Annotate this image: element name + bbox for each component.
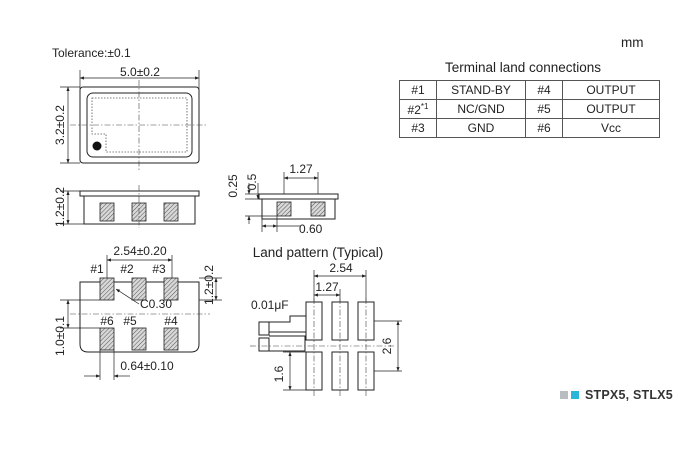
- footnote-mark: *1: [420, 101, 429, 111]
- land-pitch-narrow: 1.27: [315, 280, 339, 294]
- table-row: #4 OUTPUT: [525, 80, 660, 100]
- width-dimension: 3.2±0.2: [53, 105, 67, 145]
- detail-width: 0.60: [299, 222, 323, 236]
- land-pattern-title: Land pattern (Typical): [253, 245, 384, 260]
- pin-cell: #2*1: [399, 99, 437, 119]
- brand-square-gray-icon: [560, 391, 568, 399]
- function-cell: Vcc: [562, 118, 660, 138]
- detail-pitch: 1.27: [289, 162, 313, 176]
- pin-cell: #5: [525, 99, 563, 119]
- pin-text: #2: [407, 102, 421, 117]
- function-cell: OUTPUT: [562, 99, 660, 119]
- table-row: #6 Vcc: [525, 118, 660, 138]
- bottom-view: 2.54±0.20 #1 #2 #3 C0.30 #6 #5 #4 1.2±0.…: [53, 244, 222, 380]
- land-pattern: Land pattern (Typical) 2.54 1.27 0.01μF …: [250, 245, 402, 396]
- pad-gap-dimension: 1.0±0.1: [53, 316, 67, 356]
- tolerance-note: Tolerance:±0.1: [52, 46, 131, 60]
- side-detail-view: 1.27 0.25 0.5 0.60: [226, 162, 339, 236]
- land-pitch-wide: 2.54: [329, 261, 353, 275]
- pin-label-2: #2: [120, 262, 134, 276]
- pin-cell: #4: [525, 80, 563, 100]
- pin-cell: #1: [399, 80, 437, 100]
- table-row: #1 STAND-BY: [399, 80, 526, 100]
- bottom-pitch: 2.54±0.20: [113, 244, 167, 258]
- detail-h1: 0.25: [226, 174, 240, 198]
- side-view: 1.2±0.2: [53, 185, 200, 228]
- function-cell: GND: [436, 118, 526, 138]
- terminal-table-left: #1 STAND-BY #2*1 NC/GND #3 GND: [399, 80, 526, 138]
- top-view: Tolerance:±0.1 5.0±0.2 3.2±0.2: [52, 46, 208, 172]
- pin-cell: #3: [399, 118, 437, 138]
- capacitor-label: 0.01μF: [251, 298, 289, 312]
- unit-label: mm: [621, 35, 644, 50]
- pad-height-dimension: 1.2±0.2: [202, 265, 216, 305]
- height-dimension: 1.2±0.2: [53, 187, 67, 227]
- pin-label-4: #4: [164, 314, 178, 328]
- land-pad-length: 1.6: [272, 365, 286, 382]
- function-cell: NC/GND: [436, 99, 526, 119]
- series-name: STPX5, STLX5: [585, 388, 673, 402]
- function-cell: OUTPUT: [562, 80, 660, 100]
- pad-width-dimension: 0.64±0.10: [120, 359, 174, 373]
- pin-label-6: #6: [100, 314, 114, 328]
- chamfer-label: C0.30: [140, 297, 172, 311]
- land-height-dimension: 2.6: [380, 337, 394, 354]
- pin-label-3: #3: [152, 262, 166, 276]
- pin1-marker-dot: [92, 141, 102, 151]
- table-row: #3 GND: [399, 118, 526, 138]
- table-row: #5 OUTPUT: [525, 99, 660, 119]
- terminal-table-title: Terminal land connections: [445, 60, 601, 75]
- series-badge: STPX5, STLX5: [560, 388, 673, 402]
- brand-square-cyan-icon: [571, 391, 579, 399]
- pin-label-1: #1: [90, 262, 104, 276]
- detail-h2: 0.5: [245, 173, 259, 190]
- length-dimension: 5.0±0.2: [120, 65, 160, 79]
- terminal-table-right: #4 OUTPUT #5 OUTPUT #6 Vcc: [525, 80, 660, 138]
- function-cell: STAND-BY: [436, 80, 526, 100]
- pin-cell: #6: [525, 118, 563, 138]
- pin-label-5: #5: [123, 314, 137, 328]
- table-row: #2*1 NC/GND: [399, 99, 526, 119]
